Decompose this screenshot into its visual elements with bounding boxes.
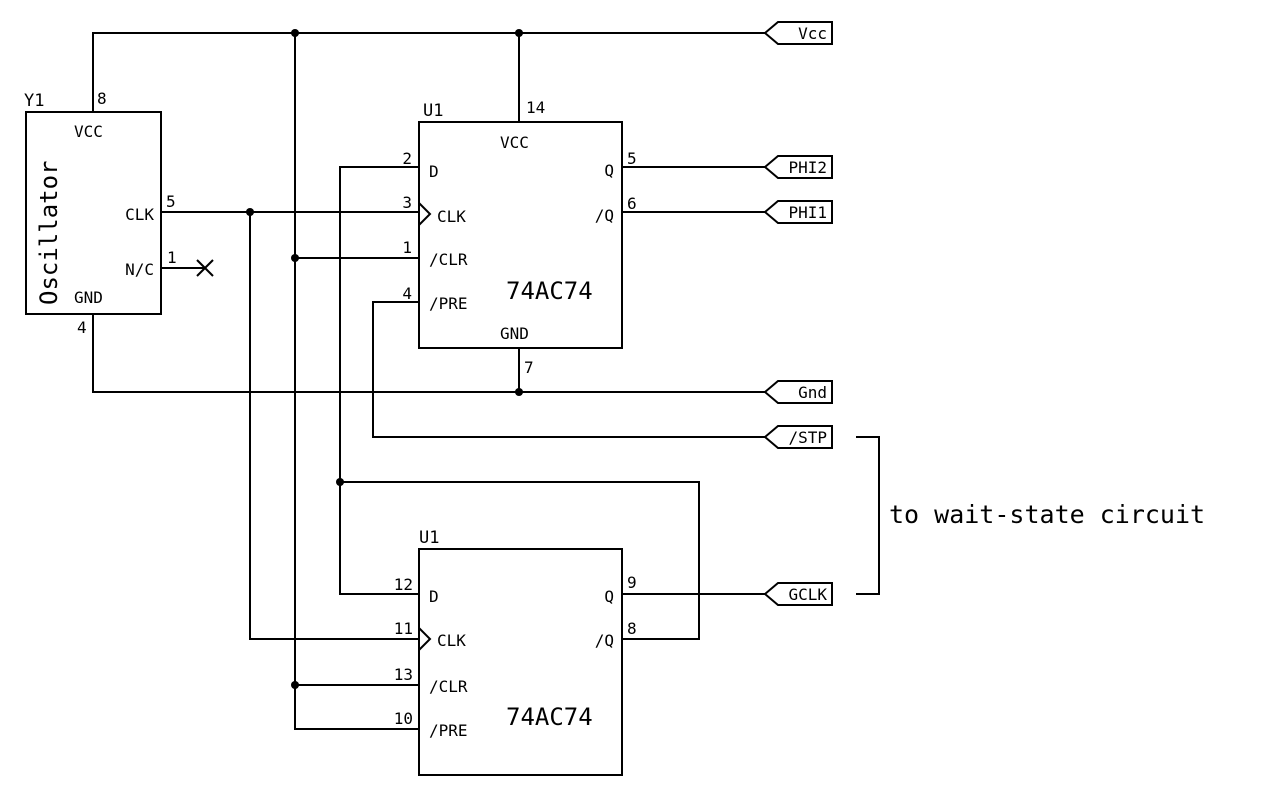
- junction-dot: [291, 681, 299, 689]
- pin-number-vcc: 14: [526, 98, 545, 117]
- junction-dot: [246, 208, 254, 216]
- no-connect-icon: [196, 259, 214, 277]
- wire-vcc-rail: [92, 32, 765, 112]
- pin-number-clr: 1: [402, 238, 412, 257]
- net-label-text: /STP: [788, 428, 827, 447]
- oscillator-name: Oscillator: [35, 161, 63, 306]
- pin-label-clk: CLK: [437, 207, 466, 226]
- pin-label-clk: CLK: [437, 631, 466, 650]
- pin-number-q: 9: [627, 573, 637, 592]
- flipflop-a-ref: U1: [423, 101, 443, 121]
- oscillator-ref: Y1: [24, 91, 44, 111]
- flipflop-a-part: 74AC74: [506, 277, 593, 305]
- net-label-stp[interactable]: /STP: [763, 425, 833, 449]
- oscillator-body: [25, 111, 162, 315]
- pin-label-clk: CLK: [125, 205, 154, 224]
- pin-label-clr: /CLR: [429, 250, 468, 269]
- wire-d-a: [339, 166, 419, 595]
- flipflop-b-part: 74AC74: [506, 703, 593, 731]
- flipflop-a-body: [418, 121, 623, 349]
- net-label-text: Gnd: [798, 383, 827, 402]
- pin-number-clr: 13: [394, 665, 413, 684]
- pin-number-nq: 8: [627, 619, 637, 638]
- pin-number-gnd: 4: [77, 318, 87, 337]
- net-label-gnd[interactable]: Gnd: [763, 380, 833, 404]
- net-label-text: PHI2: [788, 158, 827, 177]
- net-label-gclk[interactable]: GCLK: [763, 582, 833, 606]
- pin-label-d: D: [429, 587, 439, 606]
- pin-number-q: 5: [627, 149, 637, 168]
- flipflop-b-ref: U1: [419, 528, 439, 548]
- clock-triangle-icon: [418, 627, 432, 651]
- net-label-vcc[interactable]: Vcc: [763, 21, 833, 45]
- pin-number-clk: 11: [394, 619, 413, 638]
- wires: [92, 32, 880, 730]
- pin-label-gnd: GND: [500, 324, 529, 343]
- wire-clk-b: [249, 212, 419, 640]
- junction-dot: [291, 254, 299, 262]
- wire-gnd: [92, 314, 765, 393]
- annotation-text: to wait-state circuit: [889, 500, 1205, 529]
- net-label-text: Vcc: [798, 24, 827, 43]
- bracket: [856, 436, 880, 595]
- pin-label-nc: N/C: [125, 260, 154, 279]
- net-label-phi2[interactable]: PHI2: [763, 155, 833, 179]
- pin-number-clk: 5: [166, 192, 176, 211]
- flipflop-b[interactable]: U1 74AC74 D 12 CLK 11 /CLR 13 /PRE 10 Q …: [394, 528, 637, 776]
- pin-label-vcc: VCC: [74, 122, 103, 141]
- net-label-phi1[interactable]: PHI1: [763, 200, 833, 224]
- flipflop-a[interactable]: U1 74AC74 VCC 14 D 2 CLK 3 /CLR 1 /PRE 4…: [402, 98, 636, 377]
- junction-dot: [336, 478, 344, 486]
- wire-stp: [372, 301, 765, 438]
- pin-number-d: 12: [394, 575, 413, 594]
- pin-label-pre: /PRE: [429, 294, 468, 313]
- pin-number-nq: 6: [627, 194, 637, 213]
- pin-label-vcc: VCC: [500, 133, 529, 152]
- pin-label-nq: /Q: [595, 206, 614, 225]
- pin-number-d: 2: [402, 149, 412, 168]
- pin-label-pre: /PRE: [429, 721, 468, 740]
- oscillator-y1[interactable]: Y1 Oscillator VCC 8 CLK 5 N/C 1 GND 4: [24, 89, 177, 337]
- pin-number-gnd: 7: [524, 358, 534, 377]
- junction-dot: [515, 29, 523, 37]
- junctions: [246, 29, 523, 689]
- pin-number-pre: 4: [402, 284, 412, 303]
- flipflop-b-body: [418, 548, 623, 776]
- junction-dot: [515, 388, 523, 396]
- pin-number-pre: 10: [394, 709, 413, 728]
- junction-dot: [291, 29, 299, 37]
- pin-number-clk: 3: [402, 193, 412, 212]
- pin-label-d: D: [429, 162, 439, 181]
- pin-label-gnd: GND: [74, 288, 103, 307]
- net-label-text: GCLK: [788, 585, 827, 604]
- wire-vcc-bus: [294, 33, 419, 730]
- net-label-text: PHI1: [788, 203, 827, 222]
- pin-number-vcc: 8: [97, 89, 107, 108]
- clock-triangle-icon: [418, 202, 432, 226]
- wire-nq-b-feedback: [340, 481, 700, 640]
- pin-label-clr: /CLR: [429, 677, 468, 696]
- pin-label-nq: /Q: [595, 631, 614, 650]
- pin-number-nc: 1: [167, 248, 177, 267]
- pin-label-q: Q: [604, 587, 614, 606]
- pin-label-q: Q: [604, 161, 614, 180]
